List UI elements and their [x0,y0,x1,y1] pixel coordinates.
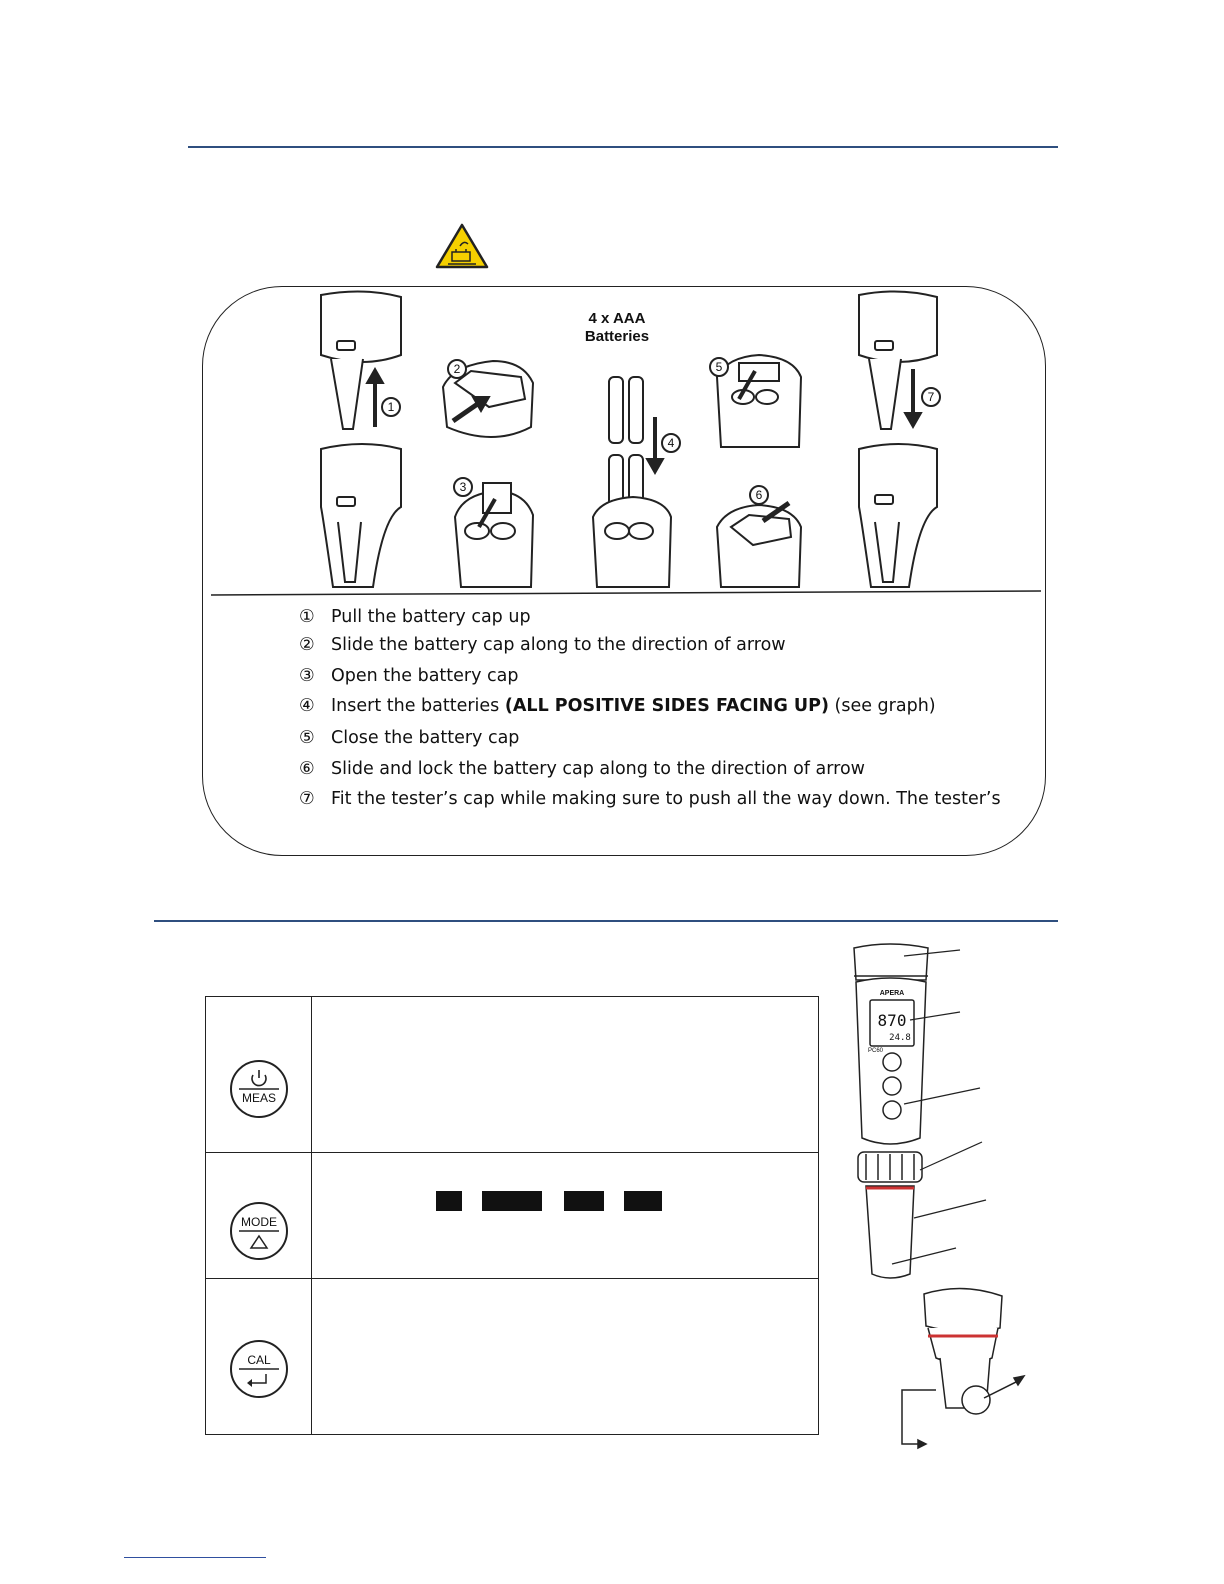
callout-2: 2 [454,362,461,376]
device-display-temp: 24.8 [889,1033,911,1043]
svg-text:CAL: CAL [247,1353,271,1367]
device-model: PC60 [868,1048,884,1054]
meas-key-description [311,996,819,1153]
mode-key-cell: MODE [205,1152,312,1279]
callout-7: 7 [928,390,935,404]
tester-diagram: APERA 870 24.8 PC60 [853,943,1026,1450]
meas-key-cell: MEAS [205,996,312,1153]
svg-text:MODE: MODE [241,1215,277,1229]
callout-6: 6 [756,488,763,502]
redacted-block-1 [436,1191,462,1211]
device-display-main: 870 [878,1011,907,1030]
batteries-label-line1: 4 x AAA [589,310,646,327]
meas-key-icon: MEAS [229,1060,288,1118]
mode-key-description [311,1152,819,1279]
battery-warning-icon [435,223,489,269]
footer-link-underline [124,1557,266,1558]
section-divider-middle [154,920,1058,922]
callout-1: 1 [388,400,395,414]
mode-key-icon: MODE [229,1202,288,1260]
cal-key-description [311,1278,819,1435]
keypad-functions-table: MEAS MODE CAL [205,996,819,1435]
batteries-label-line2: Batteries [585,328,649,345]
svg-text:MEAS: MEAS [241,1091,275,1105]
callout-3: 3 [460,480,467,494]
device-brand: APERA [880,990,905,997]
battery-install-illustration: 4 x AAA Batteries 1 2 3 4 5 6 7 [210,290,1042,596]
section-divider-top [188,146,1058,148]
cal-key-cell: CAL [205,1278,312,1435]
redacted-block-2 [482,1191,542,1211]
cal-key-icon: CAL [229,1340,288,1398]
redacted-block-3 [564,1191,604,1211]
callout-4: 4 [668,436,675,450]
redacted-block-4 [624,1191,662,1211]
callout-5: 5 [716,360,723,374]
